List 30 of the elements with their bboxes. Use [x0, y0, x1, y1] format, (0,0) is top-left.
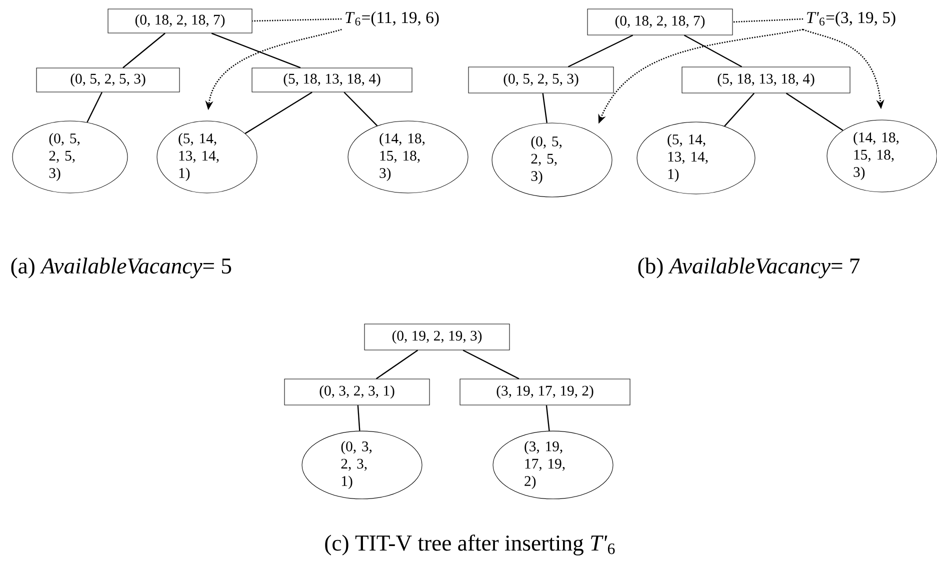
tree-node-box: (0, 18, 2, 18, 7) — [587, 8, 733, 36]
tree-edge — [344, 92, 378, 126]
tree-node-box: (0, 18, 2, 18, 7) — [108, 8, 252, 34]
tree-edge — [724, 92, 755, 127]
tree-edge — [684, 34, 742, 68]
leader-line — [252, 18, 342, 22]
tree-edge — [376, 350, 418, 380]
tree-edge — [211, 32, 301, 68]
tree-node-box: (0, 5, 2, 5, 3) — [36, 68, 180, 92]
tree-edge — [546, 405, 550, 431]
tree-edge — [86, 92, 102, 123]
tree-edge — [568, 34, 634, 68]
tree-node-box: (5, 18, 13, 18, 4) — [682, 66, 850, 94]
tree-node-box: (3, 19, 17, 19, 2) — [460, 378, 630, 406]
caption: (c) TIT-V tree after inserting T'$_{6}$ — [325, 534, 615, 556]
tree-node-box: (0, 5, 2, 5, 3) — [468, 66, 614, 94]
tree-node-box: (0, 3, 2, 3, 1) — [284, 378, 430, 406]
tree-edge — [122, 32, 166, 68]
leader-line — [732, 18, 804, 23]
tuple-label: T$_{6}$=(11, 19, 6) — [346, 11, 439, 27]
tree-edge — [462, 350, 520, 380]
tree-edge — [357, 405, 360, 431]
tree-edge — [542, 93, 548, 123]
tree-node-box: (0, 19, 2, 19, 3) — [364, 324, 510, 350]
tree-node-box: (5, 18, 13, 18, 4) — [252, 68, 412, 92]
tree-edge — [244, 92, 312, 134]
caption: (b) AvailableVacancy= 7 — [638, 258, 860, 278]
tree-edge — [786, 92, 844, 131]
tuple-label: T'$_{6}$=(3, 19, 5) — [807, 11, 896, 27]
caption: (a) AvailableVacancy= 5 — [11, 258, 232, 278]
